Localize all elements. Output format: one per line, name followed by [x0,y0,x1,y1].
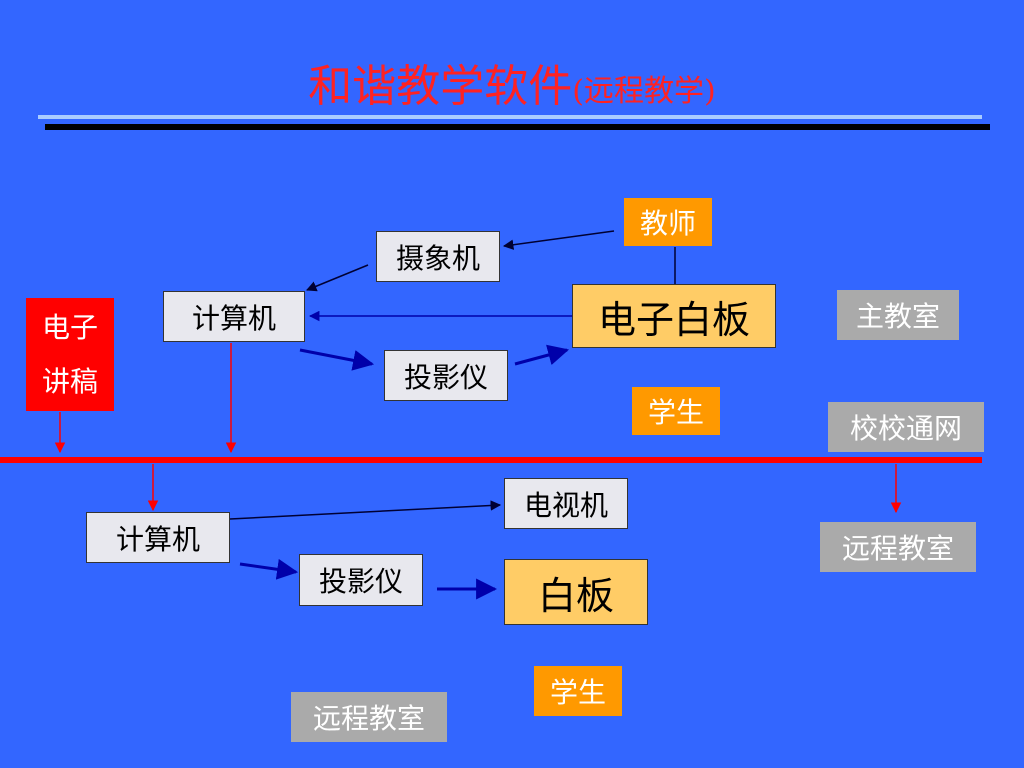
lecture-line-2: 讲稿 [41,364,98,398]
remote-classroom-label-bottom: 远程教室 [291,692,447,742]
board-box: 白板 [504,559,648,625]
arrow-camera-computer [306,264,369,292]
lecture-notes-box: 电子 讲稿 [26,298,114,411]
main-classroom-label: 主教室 [837,290,959,340]
arrow-computer-tv [229,500,502,520]
teacher-box: 教师 [624,198,712,246]
arrow-projector-whiteboard [514,344,570,366]
arrow-computer-projector [299,348,375,371]
lecture-line-1: 电子 [41,311,98,345]
network-label: 校校通网 [828,402,984,452]
page-title: 和谐教学软件(远程教学) [0,50,1024,114]
remote-projector-box: 投影仪 [299,554,423,606]
tv-box: 电视机 [504,478,628,529]
camera-box: 摄象机 [376,231,500,282]
title-sub: (远程教学) [572,74,716,109]
computer-box: 计算机 [163,291,305,342]
remote-computer-box: 计算机 [86,512,230,563]
projector-box: 投影仪 [384,350,508,401]
arrow-teacher-camera [502,230,615,250]
remote-classroom-label-right: 远程教室 [820,522,976,572]
title-main: 和谐教学软件 [308,61,573,112]
student-box: 学生 [632,387,720,435]
arrow-computer-projector-2 [239,558,299,580]
remote-student-box: 学生 [534,666,622,716]
whiteboard-box: 电子白板 [572,284,776,348]
